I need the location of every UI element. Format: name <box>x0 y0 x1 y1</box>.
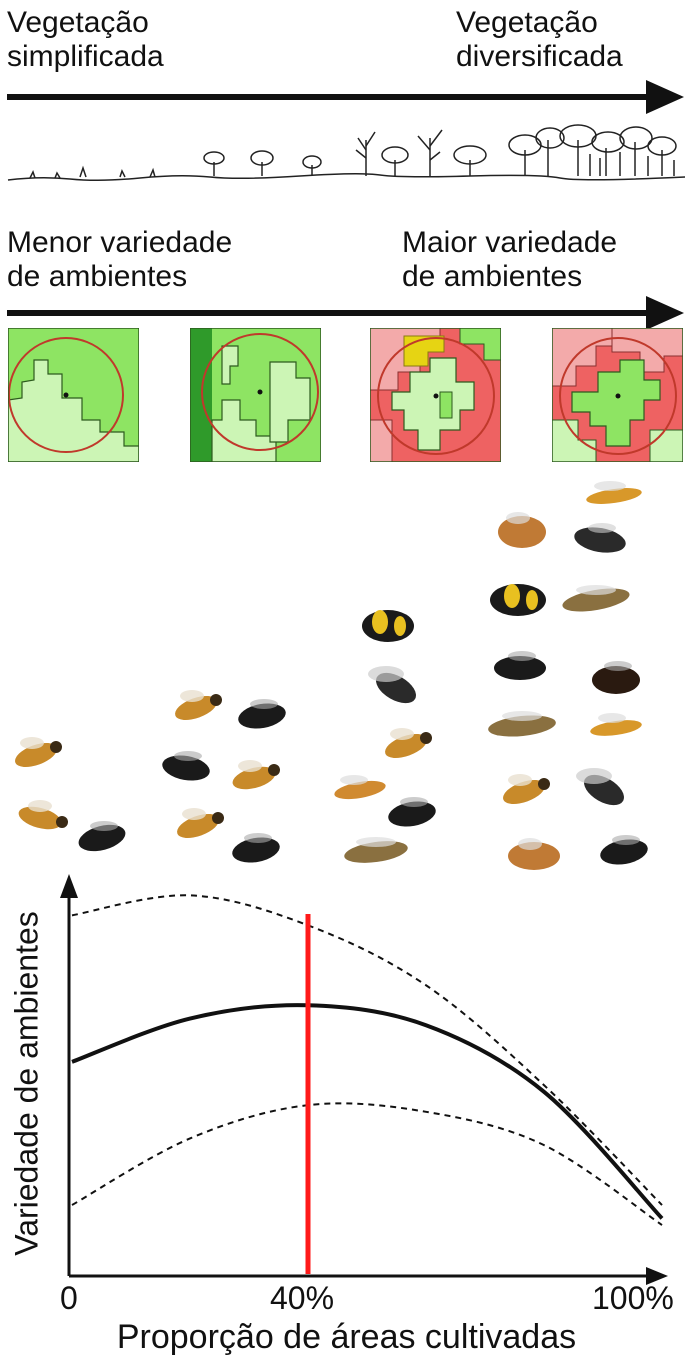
black-bee-icon <box>386 797 437 830</box>
black-bee-icon <box>572 523 627 556</box>
orange-bee-icon <box>508 838 560 870</box>
vegetation-gradient-arrow <box>7 80 684 114</box>
honeybee-icon <box>172 690 222 725</box>
x-tick-40: 40% <box>270 1280 334 1317</box>
bee-column-2 <box>160 690 287 866</box>
black-bee-icon <box>76 820 129 856</box>
vegetation-sketch <box>8 125 685 180</box>
black-bee-icon <box>598 835 649 868</box>
bumblebee-icon <box>362 610 414 642</box>
black-bee-icon <box>236 699 287 732</box>
shrub-1 <box>204 152 224 176</box>
long-bee-icon <box>487 711 557 739</box>
landscape-map-1 <box>8 328 139 462</box>
tree-10 <box>648 137 676 176</box>
bee-column-4 <box>487 481 650 870</box>
y-axis-label: Variedade de ambientes <box>9 889 46 1279</box>
orange-bee-icon <box>333 775 387 802</box>
black-bee-icon <box>592 661 640 694</box>
chart-axes <box>60 874 668 1285</box>
wasp-bee-icon <box>576 768 629 811</box>
environment-variety-arrow <box>7 296 684 330</box>
honeybee-icon <box>16 800 68 833</box>
long-bee-icon <box>561 584 631 616</box>
long-bee-icon <box>343 837 409 866</box>
honeybee-icon <box>230 760 280 793</box>
series-line-main <box>72 1005 662 1218</box>
honeybee-icon <box>500 774 550 809</box>
tree-8 <box>592 132 624 176</box>
wasp-bee-icon <box>368 666 421 709</box>
shrub-3 <box>303 156 321 176</box>
chart-series <box>72 895 662 1274</box>
bumblebee-icon <box>490 584 546 616</box>
landscape-map-4 <box>552 328 683 462</box>
honeybee-icon <box>174 808 224 843</box>
x-tick-0: 0 <box>60 1280 78 1317</box>
bee-column-1 <box>12 737 128 856</box>
black-bee-icon <box>494 651 546 680</box>
black-bee-icon <box>160 751 211 784</box>
honeybee-icon <box>382 728 432 763</box>
shrub-2 <box>251 151 273 176</box>
tree-1 <box>356 132 375 176</box>
landscape-map-3 <box>370 328 501 462</box>
bee-column-3 <box>333 610 438 866</box>
tree-4 <box>454 146 486 176</box>
honeybee-icon <box>12 737 62 772</box>
landscape-map-2 <box>190 328 321 462</box>
series-line-bound-1 <box>72 895 662 1205</box>
x-tick-100: 100% <box>592 1280 674 1317</box>
orange-bee-icon <box>589 713 642 739</box>
tree-3 <box>418 130 442 176</box>
tree-9 <box>620 127 652 176</box>
tree-2 <box>382 147 408 176</box>
black-bee-icon <box>230 833 281 866</box>
x-axis-label: Proporção de áreas cultivadas <box>0 1318 693 1357</box>
orange-bee-icon <box>498 512 546 548</box>
orange-bee-icon <box>585 481 642 507</box>
